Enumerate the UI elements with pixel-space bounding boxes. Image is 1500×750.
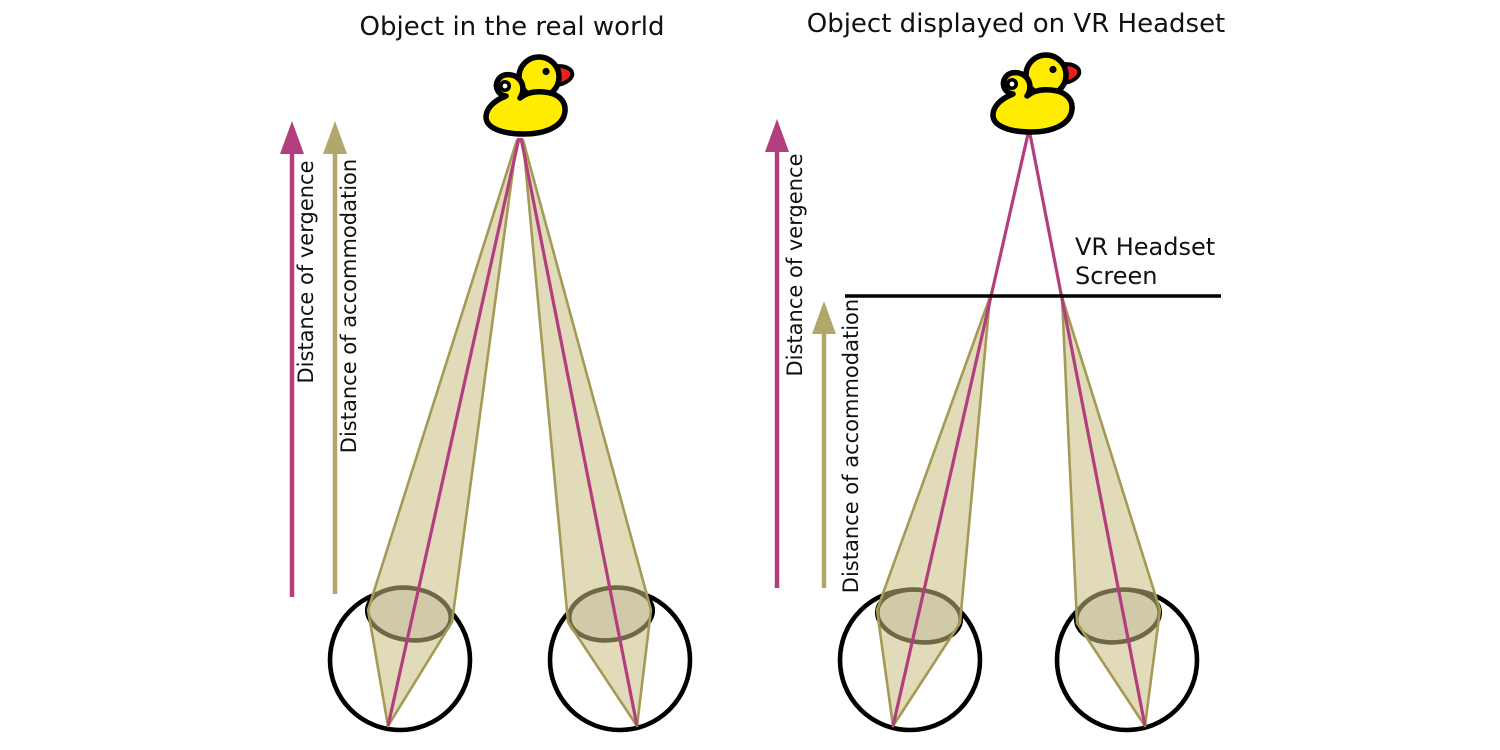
left-vergence-label: Distance of vergence — [294, 160, 318, 384]
left-panel-drawing — [280, 57, 693, 733]
vergence-arrowhead — [280, 121, 304, 154]
accommodation-arrowhead — [812, 301, 836, 334]
accommodation-cone-left — [366, 138, 519, 728]
vergence-line-left — [891, 133, 1030, 727]
duck-icon — [486, 57, 572, 134]
left-panel-title: Object in the real world — [359, 12, 665, 42]
vr-headset-screen-label: VR Headset Screen — [1075, 233, 1216, 290]
vergence-line-left — [386, 137, 521, 727]
duck-icon — [993, 55, 1079, 132]
right-panel-drawing — [765, 55, 1221, 733]
vergence-line-right — [519, 137, 639, 727]
vergence-line-right — [1028, 133, 1147, 727]
accommodation-arrowhead — [323, 121, 347, 154]
left-accommodation-label: Distance of accommodation — [337, 158, 361, 454]
accommodation-cone-right — [521, 138, 653, 728]
right-accommodation-label: Distance of accommodation — [839, 298, 863, 594]
right-panel-title: Object displayed on VR Headset — [806, 9, 1226, 39]
right-vergence-label: Distance of vergence — [783, 153, 807, 377]
vergence-arrowhead — [765, 119, 789, 152]
